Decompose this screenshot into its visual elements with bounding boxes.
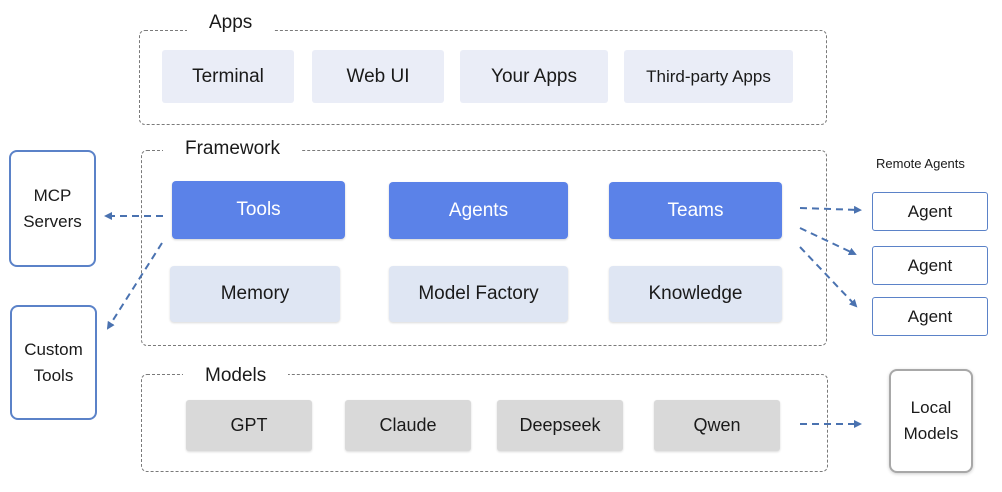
knowledge-box: Knowledge	[609, 266, 782, 322]
terminal-box: Terminal	[162, 50, 294, 103]
remote-agent-2: Agent	[872, 246, 988, 285]
models-title: Models	[183, 365, 289, 387]
local-models-box: Local Models	[889, 369, 973, 473]
custom-tools-line2: Tools	[33, 365, 74, 385]
arrow-tools-to-custom-tools	[106, 242, 163, 330]
framework-title: Framework	[163, 138, 303, 160]
memory-box: Memory	[170, 266, 340, 322]
remote-agents-label: Remote Agents	[876, 156, 965, 171]
apps-title: Apps	[187, 12, 275, 34]
arrow-teams-to-agent-1	[799, 205, 862, 214]
claude-box: Claude	[345, 400, 471, 451]
tools-box: Tools	[172, 181, 345, 239]
arrow-teams-to-agent-2	[799, 227, 857, 256]
apps-group	[139, 30, 827, 125]
teams-box: Teams	[609, 182, 782, 239]
local-models-line1: Local	[910, 398, 952, 417]
web-ui-box: Web UI	[312, 50, 444, 103]
model-factory-box: Model Factory	[389, 266, 568, 322]
local-models-line2: Models	[903, 424, 959, 443]
custom-tools-line1: Custom	[24, 339, 83, 359]
remote-agent-1: Agent	[872, 192, 988, 231]
deepseek-box: Deepseek	[497, 400, 623, 451]
gpt-box: GPT	[186, 400, 312, 451]
agents-box: Agents	[389, 182, 568, 239]
framework-group	[141, 150, 827, 346]
mcp-servers-line1: MCP	[33, 185, 72, 205]
mcp-servers-line2: Servers	[23, 211, 82, 231]
remote-agent-3: Agent	[872, 297, 988, 336]
third-party-apps-box: Third-party Apps	[624, 50, 793, 103]
qwen-box: Qwen	[654, 400, 780, 451]
your-apps-box: Your Apps	[460, 50, 608, 103]
mcp-servers-box: MCP Servers	[9, 150, 96, 267]
custom-tools-box: Custom Tools	[10, 305, 97, 420]
arrow-teams-to-agent-3	[799, 246, 858, 308]
